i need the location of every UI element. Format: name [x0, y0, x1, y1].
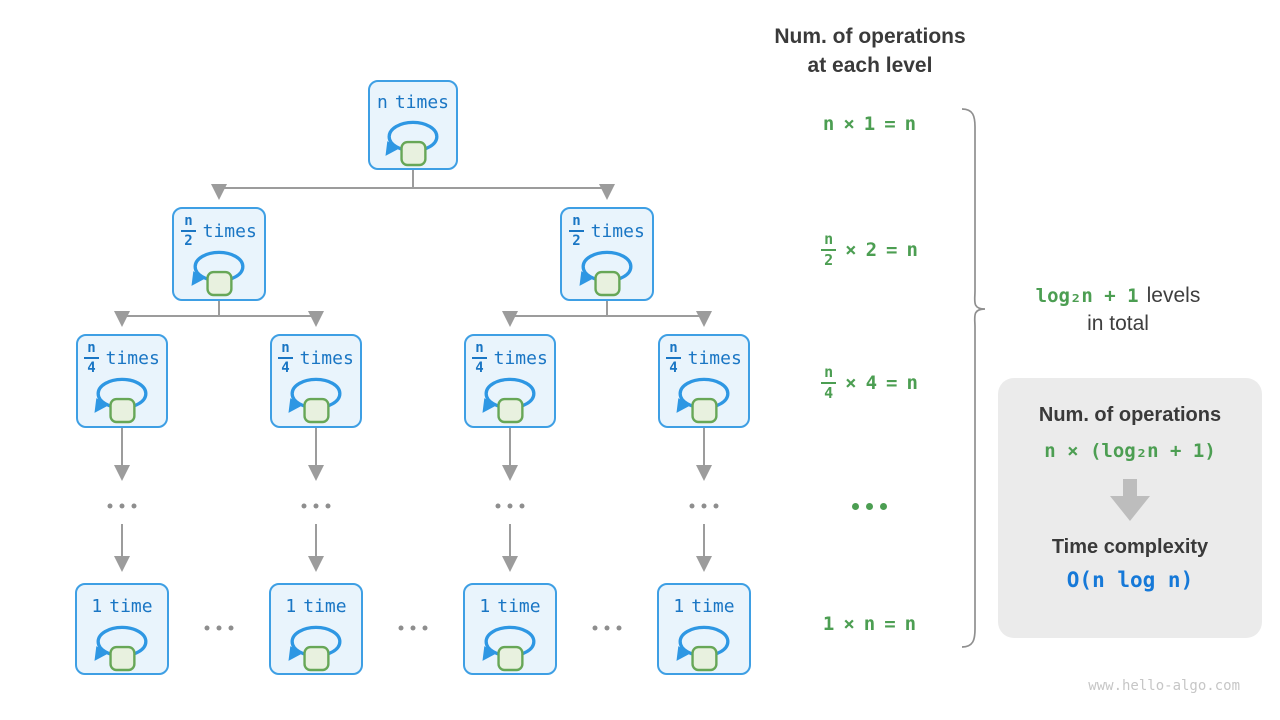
times-word: times: [590, 220, 645, 242]
node-label: 1 time: [479, 590, 540, 623]
brace-label-line2: in total: [1087, 312, 1149, 335]
levels-word: levels: [1146, 284, 1201, 307]
loop-icon: [94, 377, 148, 424]
summary-box: Num. of operations n × (log₂n + 1) Time …: [998, 378, 1262, 638]
loop-icon: [676, 377, 730, 424]
time-complexity-value: O(n log n): [1066, 568, 1194, 592]
loop-node: 1 time: [269, 583, 363, 675]
count-text: n: [376, 92, 388, 113]
level1-links: [211, 170, 615, 200]
watermark: www.hello-algo.com: [1088, 678, 1240, 694]
column-header-line1: Num. of operations: [774, 25, 966, 48]
loop-node: 1 time: [75, 583, 169, 675]
node-label: 1 time: [285, 590, 346, 623]
level3-links: [114, 428, 712, 572]
loop-icon: [191, 250, 245, 297]
operations-formula: n × (log₂n + 1): [1044, 440, 1216, 462]
loop-icon: [94, 625, 148, 672]
node-label: n times: [377, 87, 449, 118]
loop-node: 1 time: [657, 583, 751, 675]
loop-icon: [676, 625, 730, 672]
ellipsis-dots: [689, 503, 719, 509]
times-word: time: [303, 596, 347, 617]
level-operations-formula: n×1=n: [822, 113, 917, 135]
times-word: times: [394, 92, 450, 113]
loop-icon: [482, 377, 536, 424]
level2-links: [114, 301, 712, 327]
brace: [961, 108, 986, 648]
ellipsis-dots: [204, 625, 234, 631]
times-word: times: [493, 347, 548, 369]
times-word: time: [497, 596, 541, 617]
count-text: 1: [91, 596, 103, 617]
times-word: times: [687, 347, 742, 369]
ellipsis-dots: [301, 503, 331, 509]
summary-title: Num. of operations: [1038, 404, 1222, 426]
times-word: time: [691, 596, 735, 617]
formulas-ellipsis: [772, 482, 967, 530]
loop-icon: [288, 625, 342, 672]
ellipsis-dots: [398, 625, 428, 631]
loop-icon: [579, 250, 633, 297]
brace-label: log₂n + 1 levels in total: [1008, 282, 1228, 338]
loop-node: 1 time: [463, 583, 557, 675]
loop-icon: [385, 120, 439, 167]
ellipsis-dots: [107, 503, 137, 509]
count-text: 1: [673, 596, 685, 617]
ellipsis-dots: [592, 625, 622, 631]
count-text: 1: [285, 596, 297, 617]
node-label: 1 time: [673, 590, 734, 623]
node-label: 1 time: [91, 590, 152, 623]
ellipsis-dots: [495, 503, 525, 509]
down-arrow-icon: [1110, 479, 1150, 521]
levels-count-code: log₂n + 1: [1035, 285, 1139, 307]
time-complexity-title: Time complexity: [1051, 536, 1209, 558]
times-word: times: [202, 220, 257, 242]
count-text: 1: [479, 596, 491, 617]
loop-node: n times: [368, 80, 458, 170]
column-header-line2: at each level: [807, 54, 933, 77]
brace-label-line1: log₂n + 1 levels: [1008, 282, 1228, 310]
level-operations-formula: 1×n=n: [822, 613, 917, 635]
loop-icon: [482, 625, 536, 672]
times-word: time: [109, 596, 153, 617]
times-word: times: [299, 347, 354, 369]
column-header: Num. of operations at each level: [760, 22, 980, 80]
loop-icon: [288, 377, 342, 424]
times-word: times: [105, 347, 160, 369]
